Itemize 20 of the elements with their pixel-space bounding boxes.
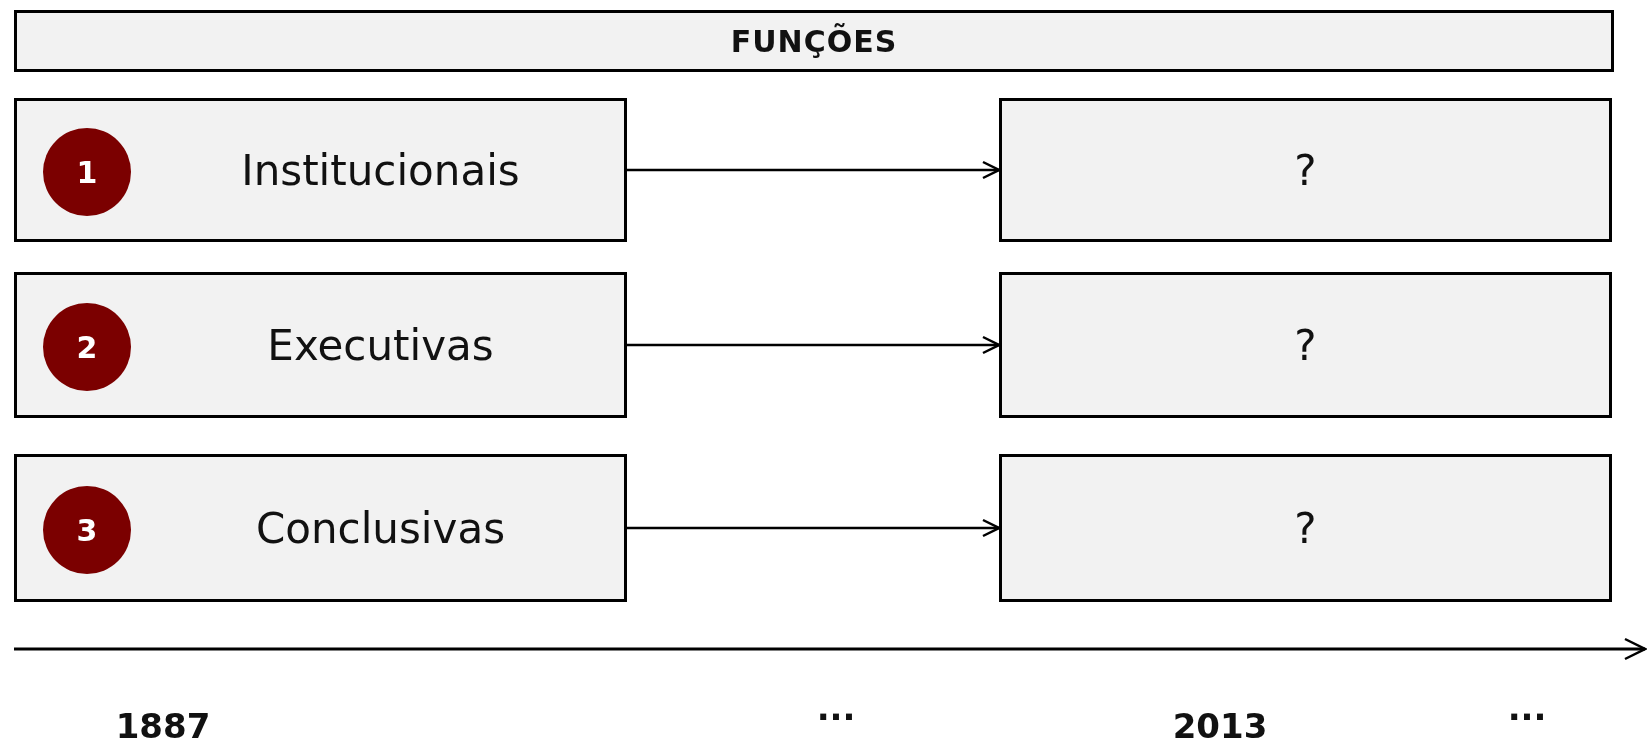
header-bar: FUNÇÕES bbox=[14, 10, 1614, 72]
placeholder-box: ? bbox=[999, 98, 1612, 242]
arrow bbox=[627, 335, 1001, 355]
category-label: Conclusivas bbox=[255, 503, 505, 553]
arrow bbox=[627, 518, 1001, 538]
arrow bbox=[627, 160, 1001, 180]
category-label: Institucionais bbox=[241, 145, 520, 195]
placeholder-box: ? bbox=[999, 454, 1612, 602]
timeline-label: ... bbox=[816, 688, 856, 728]
timeline-label: 2013 bbox=[1172, 706, 1268, 746]
category-label: Executivas bbox=[267, 320, 494, 370]
step-number-badge: 1 bbox=[43, 128, 131, 216]
category-box bbox=[14, 454, 627, 602]
timeline-label: 1887 bbox=[115, 706, 211, 746]
step-number-badge: 3 bbox=[43, 486, 131, 574]
category-box bbox=[14, 98, 627, 242]
placeholder-box: ? bbox=[999, 272, 1612, 418]
category-box bbox=[14, 272, 627, 418]
timeline-label: ... bbox=[1507, 688, 1547, 728]
step-number-badge: 2 bbox=[43, 303, 131, 391]
